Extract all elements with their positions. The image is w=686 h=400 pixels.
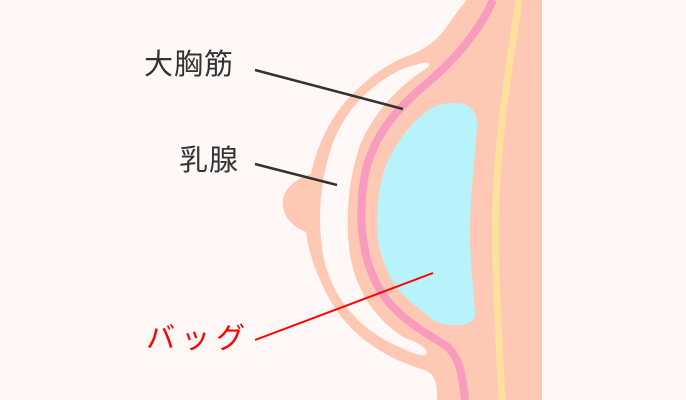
pectoral-muscle xyxy=(357,0,497,400)
mammary-gland-label: 乳腺 xyxy=(179,143,240,177)
bag-label: バッグ xyxy=(146,321,252,355)
bag-leader-line xyxy=(254,272,434,341)
mammary-gland-gap xyxy=(320,62,430,356)
fat-line xyxy=(492,0,523,400)
pectoral-muscle-label: 大胸筋 xyxy=(144,47,235,81)
implant-bag xyxy=(376,102,478,326)
pectoral-muscle-leader-line xyxy=(254,68,404,111)
mammary-gland-leader-line xyxy=(254,162,338,187)
